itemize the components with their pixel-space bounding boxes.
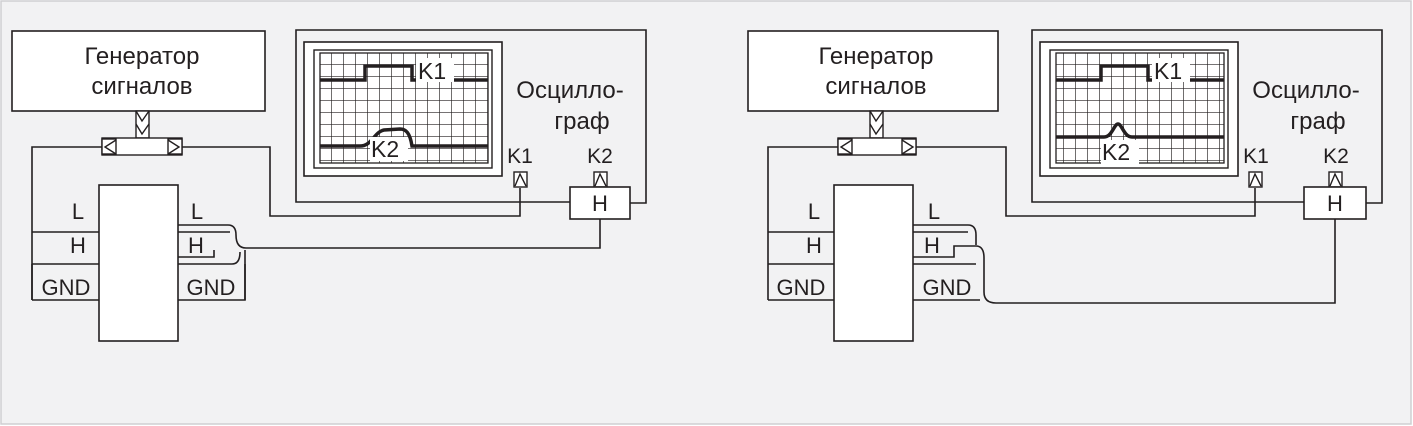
device-left-pin-h: H xyxy=(70,233,86,258)
generator-label-line1: Генератор xyxy=(819,43,934,70)
channel-k2-connector xyxy=(1328,171,1343,188)
channel-k2-label: K2 xyxy=(587,145,613,168)
scope-screen-grid xyxy=(1055,52,1225,164)
device-left-pin-gnd: GND xyxy=(777,275,826,300)
channel-k2-input-box xyxy=(569,186,631,220)
t-adapter-right xyxy=(837,137,917,156)
device-right-pin-gnd: GND xyxy=(923,275,972,300)
oscilloscope-right: K1 K2 Осцилло- граф K1 K2 H xyxy=(1039,41,1367,220)
channel-k1-connector xyxy=(1248,171,1263,188)
device-right-pin-h: H xyxy=(188,233,204,258)
t-adapter-left xyxy=(101,137,183,156)
trace-k1-label: K1 xyxy=(418,58,446,84)
trace-k2-label: K2 xyxy=(371,136,399,162)
channel-k2-input-box xyxy=(1303,186,1367,220)
trace-k2-label: K2 xyxy=(1102,139,1130,165)
generator-output-connector xyxy=(135,110,150,139)
device-right-pin-gnd: GND xyxy=(187,275,236,300)
trace-k2 xyxy=(320,127,488,148)
oscilloscope-label-line1: Осцилло- xyxy=(1252,77,1359,104)
device-left xyxy=(31,184,246,342)
oscilloscope-left: K1 K2 Осцилло- граф K1 K2 H xyxy=(303,41,631,220)
trace-k2 xyxy=(1056,122,1224,139)
channel-k2-connector xyxy=(593,171,608,188)
wires-right xyxy=(767,29,1383,304)
device-right xyxy=(768,184,980,342)
generator-label-line2: сигналов xyxy=(825,73,926,100)
device-left-pin-l: L xyxy=(808,199,820,224)
device-left-pin-h: H xyxy=(806,233,822,258)
diagram-left: Генератор сигналов L H GND xyxy=(11,29,647,342)
diagram-right: Генератор сигналов L H GND L H GND xyxy=(747,29,1383,342)
trace-k1-label: K1 xyxy=(1154,58,1182,84)
generator-output-connector xyxy=(869,110,884,139)
device-right-pin-h: H xyxy=(924,233,940,258)
channel-k1-connector xyxy=(513,171,528,188)
oscilloscope-label-line1: Осцилло- xyxy=(516,77,623,104)
generator-label-line1: Генератор xyxy=(85,43,200,70)
channel-k1-label: K1 xyxy=(1243,145,1269,168)
oscilloscope-label-line2: граф xyxy=(554,108,609,135)
device-left-pin-gnd: GND xyxy=(42,275,91,300)
device-right-pin-l: L xyxy=(928,199,940,224)
channel-k1-label: K1 xyxy=(507,145,533,168)
channel-k2-label: K2 xyxy=(1323,145,1349,168)
channel-k2-input-label: H xyxy=(1327,191,1343,216)
channel-k2-input-label: H xyxy=(592,191,608,216)
signal-generator-box xyxy=(11,30,266,112)
oscilloscope-label-line2: граф xyxy=(1290,108,1345,135)
device-left-pin-l: L xyxy=(72,199,84,224)
generator-label-line2: сигналов xyxy=(91,73,192,100)
device-right-pin-l: L xyxy=(191,199,203,224)
